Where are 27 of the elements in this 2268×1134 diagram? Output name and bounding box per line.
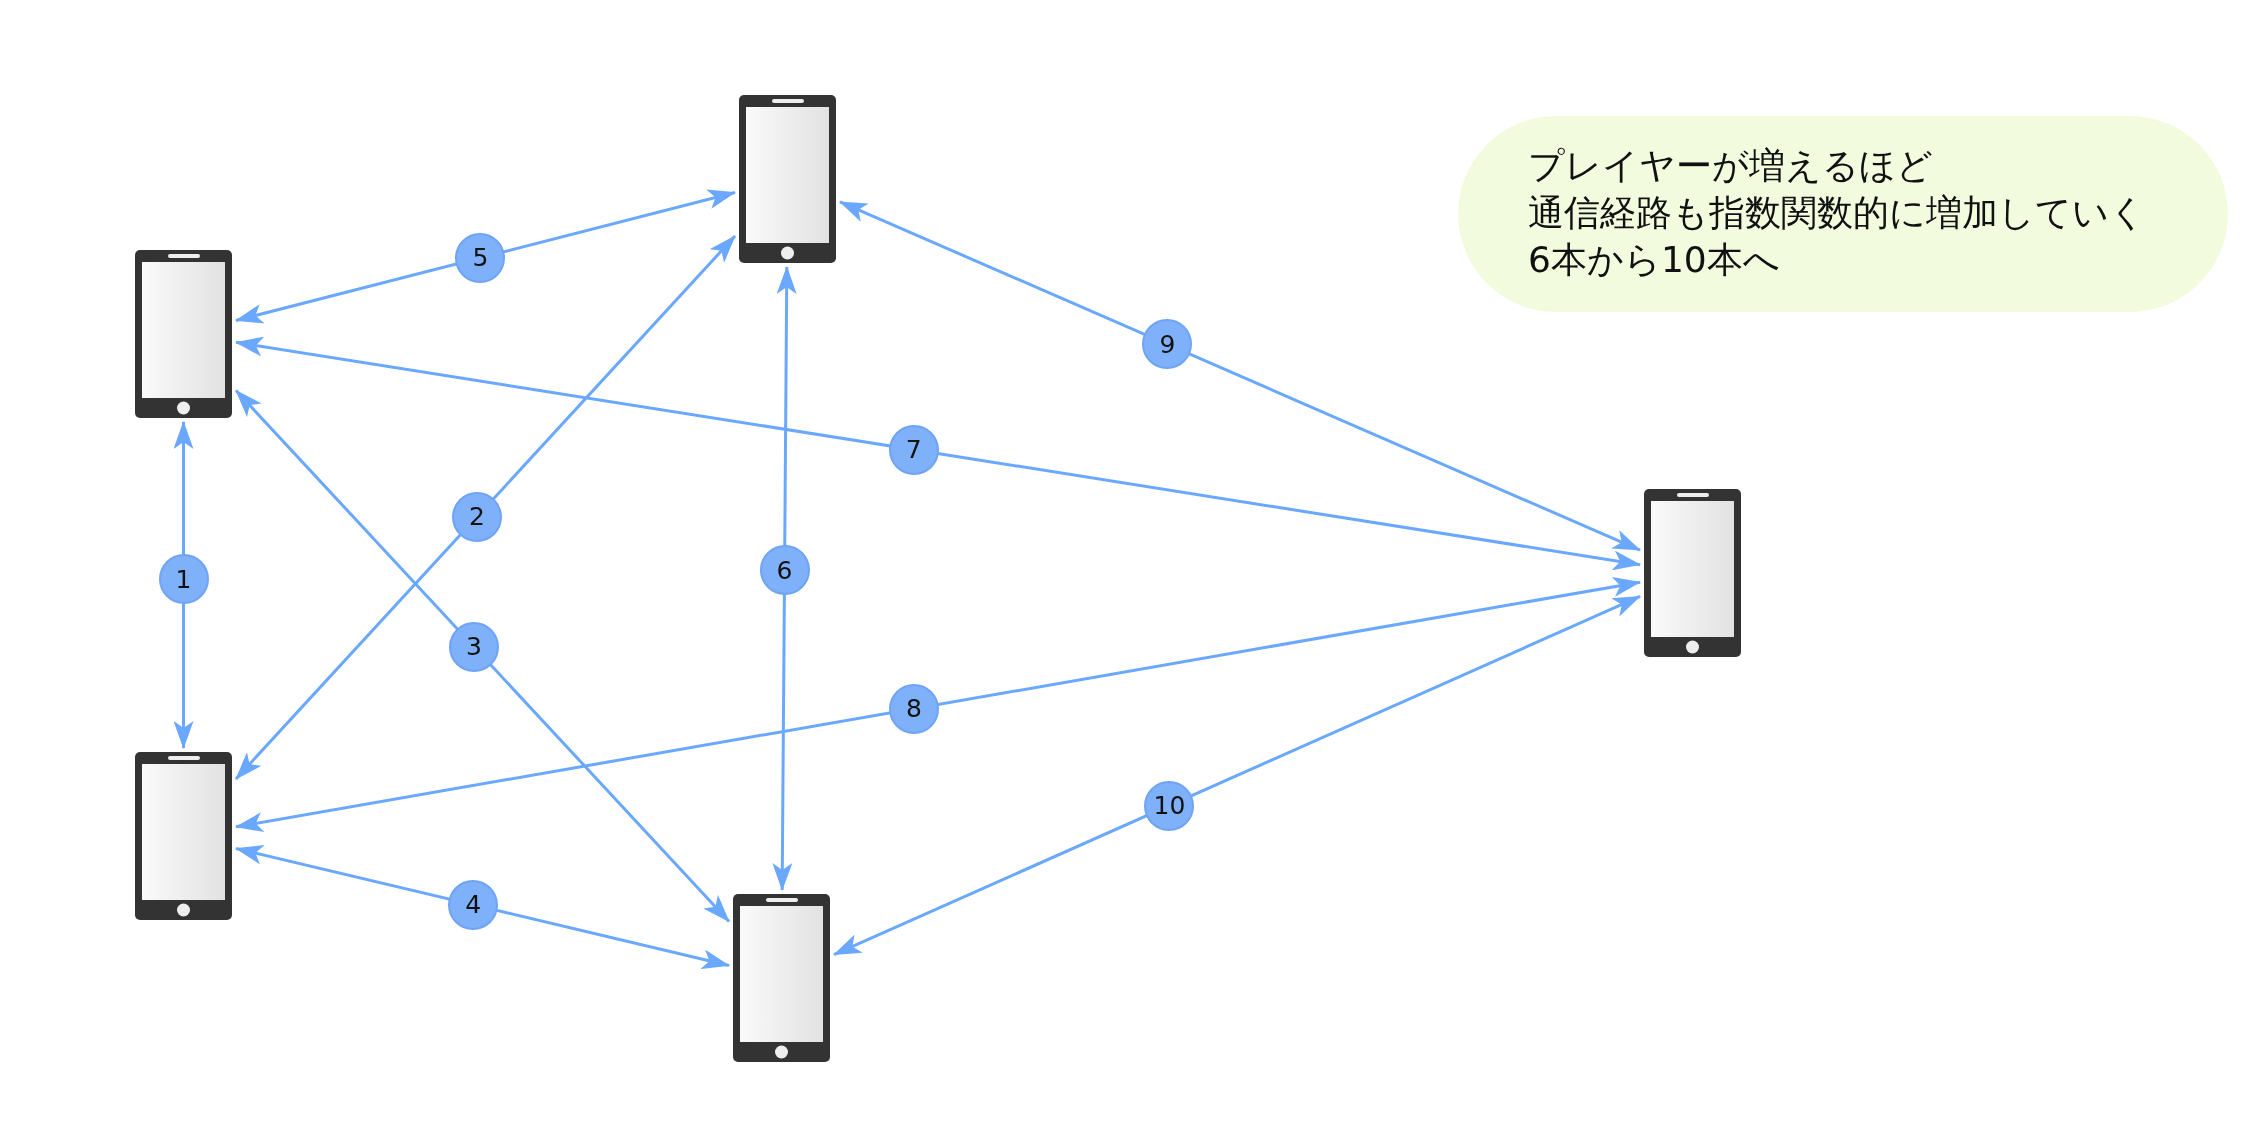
double-arrow [235, 576, 1641, 833]
note-text: プレイヤーが増えるほど [1528, 144, 1934, 188]
edge-label: 8 [888, 683, 939, 734]
smartphone-drawing [135, 752, 232, 920]
edge-label: 1 [158, 554, 209, 604]
edge-label: 10 [1144, 780, 1195, 831]
double-arrow [234, 389, 731, 923]
smartphone-drawing [739, 95, 836, 263]
double-arrow [235, 336, 1641, 571]
double-arrow [235, 845, 730, 969]
edge-label: 9 [1142, 319, 1193, 370]
double-arrow [235, 189, 736, 324]
double-arrow [234, 235, 737, 780]
smartphone-drawing [1644, 489, 1741, 657]
double-arrow [833, 594, 1641, 957]
edge-label: 2 [451, 491, 502, 542]
double-arrow [839, 200, 1641, 552]
edge-label: 4 [448, 879, 499, 930]
note-text: 6本から10本へ [1528, 238, 1781, 282]
double-arrow [772, 266, 797, 891]
edge-label: 5 [455, 232, 506, 283]
smartphone-drawing [135, 250, 232, 418]
edge-label: 3 [449, 621, 500, 672]
edge-label: 7 [888, 424, 939, 475]
edge-label: 6 [759, 545, 810, 596]
note-text: 通信経路も指数関数的に増加していく [1528, 191, 2147, 235]
smartphone-drawing [733, 894, 830, 1062]
